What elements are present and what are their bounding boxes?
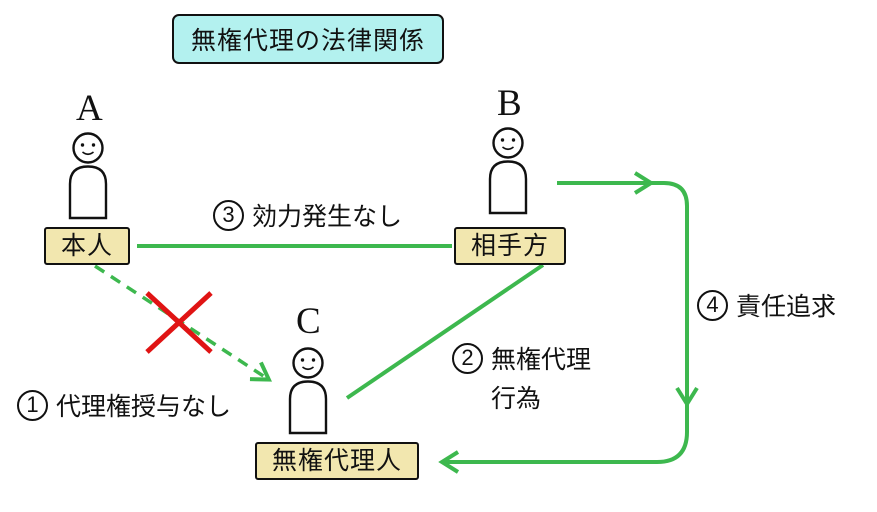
diagram-title: 無権代理の法律関係 [172, 14, 445, 64]
actor-c-letter: C [296, 301, 321, 342]
person-c-icon [288, 347, 328, 435]
label-liability-pursuit: 4 責任追求 [697, 287, 836, 323]
actor-c-role-box: 無権代理人 [255, 442, 420, 480]
label-no-effect: 3 効力発生なし [213, 197, 402, 233]
circled-number-2: 2 [452, 342, 483, 374]
actor-b-letter: B [497, 83, 522, 124]
arrow-no-authority [94, 264, 272, 382]
circled-number-1: 1 [17, 389, 48, 421]
actor-a-role-box: 本人 [44, 227, 131, 265]
label-unauthorized-act-line1: 無権代理 [491, 346, 592, 374]
person-b-icon [488, 127, 528, 215]
person-a-icon [68, 132, 108, 220]
circled-number-3: 3 [213, 199, 244, 231]
label-no-authority: 1 代理権授与なし [17, 387, 231, 423]
red-x-mark [145, 291, 213, 354]
label-no-effect-text: 効力発生なし [252, 203, 403, 231]
arrow-liability-pursuit [438, 171, 699, 474]
label-liability-pursuit-text: 責任追求 [736, 293, 837, 321]
label-unauthorized-act-line2: 行為 [491, 385, 542, 413]
actor-b-role-box: 相手方 [454, 227, 567, 265]
actor-a-letter: A [76, 88, 103, 129]
circled-number-4: 4 [697, 289, 728, 321]
label-no-authority-text: 代理権授与なし [56, 393, 232, 421]
label-unauthorized-act: 2 無権代理 行為 [452, 340, 591, 415]
